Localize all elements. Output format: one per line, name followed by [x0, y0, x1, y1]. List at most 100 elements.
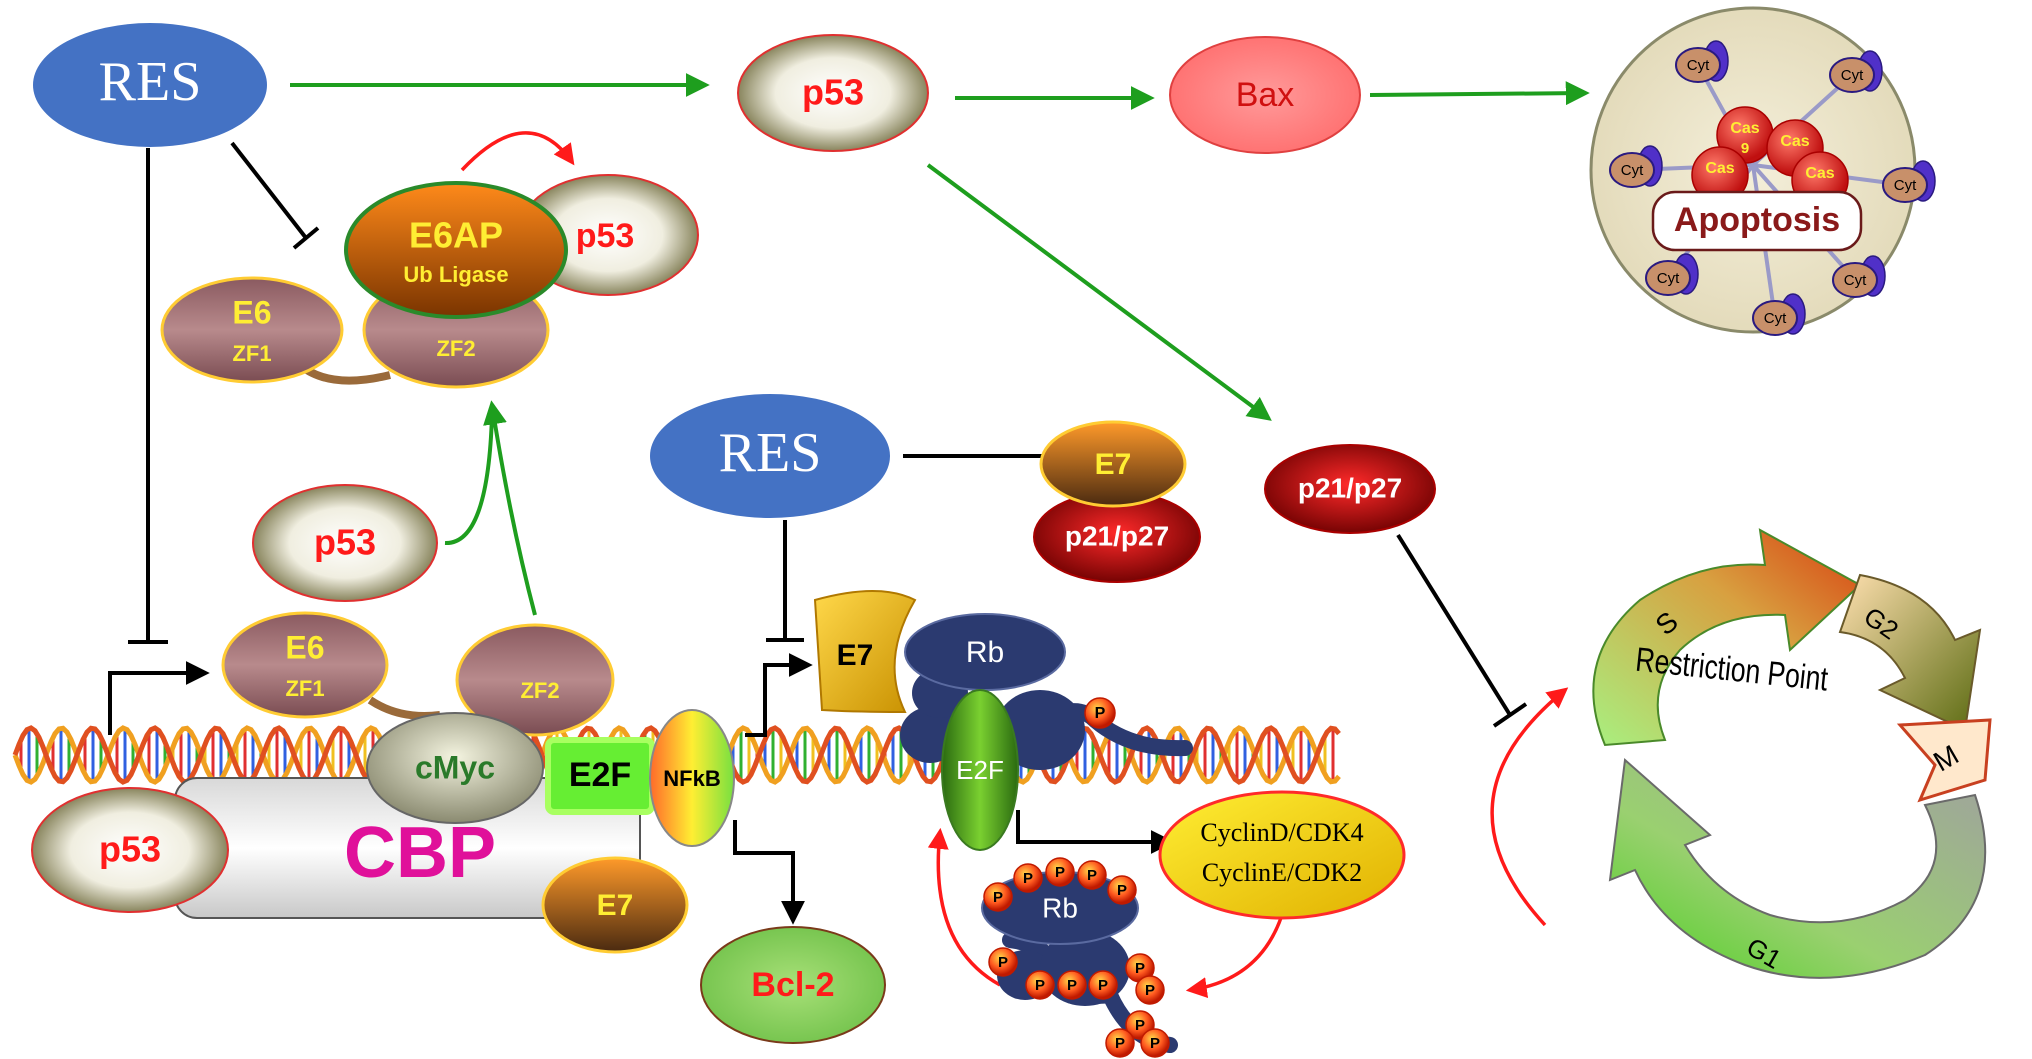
rb-label: Rb: [966, 636, 1004, 669]
phosphate-label: P: [1098, 977, 1108, 994]
cas-label: Cas: [1730, 120, 1759, 137]
phosphate-bead: [1140, 1028, 1170, 1058]
cycle-arc-g1: [1608, 757, 1987, 979]
p53-bound-label: p53: [576, 217, 635, 255]
cytochrome-c: [1645, 260, 1691, 296]
cyt-label: Cyt: [1687, 57, 1710, 74]
cytochrome-c: [1829, 57, 1875, 93]
e7-p21-complex: p21/p27 E7: [1033, 420, 1201, 583]
e7-label: E7: [1095, 448, 1132, 481]
e7-rb-label: E7: [837, 639, 874, 672]
arrow-zf2-to-e6complex: [483, 400, 537, 616]
transcription-arrow-bcl2: [733, 820, 805, 925]
phosphate-bead: [1135, 975, 1165, 1005]
ubiquitin-arrow: [460, 131, 575, 172]
phosphate-bead: [1107, 875, 1137, 905]
phosphate-bead: [1088, 970, 1118, 1000]
arrow-cyclin-to-rbp: [1185, 914, 1284, 999]
restriction-point-label: Restriction Point: [1634, 641, 1830, 699]
cas-label: Cas: [1705, 160, 1734, 177]
e2f-label: E2F: [569, 756, 631, 794]
p53-node-top: p53: [737, 34, 929, 152]
p53-node-mid: p53: [252, 484, 438, 602]
p21-bound-label: p21/p27: [1065, 520, 1169, 551]
cell-cycle: S G2 M G1 Restriction Point: [1592, 528, 1992, 979]
rb-e7-e2f-complex: E7 Rb E2F P: [813, 590, 1193, 851]
cyclin-d-label: CyclinD/CDK4: [1200, 818, 1363, 847]
res2-label: RES: [719, 422, 822, 484]
transcription-arrow-e7: [745, 653, 813, 737]
e2f-rb-label: E2F: [956, 755, 1004, 785]
cytochrome-c: [1675, 47, 1721, 83]
e7-cbp-label: E7: [597, 889, 634, 922]
p21-label: p21/p27: [1298, 472, 1402, 503]
phosphate-bead: [988, 947, 1018, 977]
zf2-dna-label: ZF2: [520, 678, 559, 703]
phosphate-bead: [1045, 857, 1075, 887]
inhibit-bar-e6ap: [292, 226, 320, 250]
phosphate-label: P: [1023, 870, 1033, 887]
phospho-rb-label: P: [1095, 705, 1106, 722]
nfkb-label: NFkB: [663, 766, 720, 791]
e6-dna-label: E6: [285, 629, 324, 665]
phosphate-label: P: [1150, 1035, 1160, 1052]
inhibit-p21-to-cycle: [1396, 533, 1512, 717]
apoptosis-box: [1651, 190, 1863, 252]
zf1-dna-label: ZF1: [285, 676, 324, 701]
phosphate-bead: [1025, 970, 1055, 1000]
zf1-label: ZF1: [232, 341, 271, 366]
arrow-restriction-point: [1490, 687, 1569, 927]
phosphate-label: P: [1087, 867, 1097, 884]
bax-node: Bax: [1169, 36, 1361, 154]
arrow-bax-to-apoptosis: [1369, 81, 1590, 106]
phosphate-label: P: [1145, 982, 1155, 999]
cycle-arc-m: [1896, 718, 1992, 803]
phosphate-label: P: [1115, 1035, 1125, 1052]
arrow-p53-to-p21: [926, 163, 1272, 421]
phosphate-bead: [1013, 863, 1043, 893]
phosphate-label: P: [1117, 882, 1127, 899]
cas-label: Cas: [1805, 165, 1834, 182]
phosphate-label: P: [998, 954, 1008, 971]
transcription-arrow-cyclin: [1016, 810, 1175, 854]
cmyc-label: cMyc: [415, 749, 495, 785]
res-label: RES: [99, 51, 202, 113]
cycle-arc-g2: [1838, 573, 1982, 732]
arrow-rbp-to-e2f: [927, 827, 1001, 987]
cyt-label: Cyt: [1841, 67, 1864, 84]
cyt-label: Cyt: [1844, 272, 1867, 289]
res-node-mid: RES: [650, 394, 890, 518]
e6-e6ap-complex: p53 E6 ZF1 ZF2 E6AP Ub Ligase: [160, 174, 699, 389]
cbp-label: CBP: [344, 813, 496, 893]
phosphate-label: P: [1135, 1017, 1145, 1034]
zf2-label: ZF2: [436, 336, 475, 361]
bcl2-label: Bcl-2: [751, 966, 834, 1004]
inhibit-res-to-e6ap: [230, 141, 308, 240]
cyclin-node: CyclinD/CDK4 CyclinE/CDK2: [1158, 790, 1406, 920]
ub-ligase-label: Ub Ligase: [403, 262, 508, 287]
res-node-top: RES: [33, 23, 267, 147]
p21-node: p21/p27: [1264, 444, 1436, 534]
cyt-label: Cyt: [1621, 162, 1644, 179]
cycle-arc-s: [1592, 528, 1862, 747]
cytochrome-c: [1609, 152, 1655, 188]
arrow-p53-bind-e6: [444, 414, 494, 546]
cytochrome-c: [1832, 262, 1878, 298]
phosphate-label: P: [1067, 977, 1077, 994]
cytochrome-c: [1882, 167, 1928, 203]
phosphate-label: P: [1035, 977, 1045, 994]
phosphate-bead: [1077, 860, 1107, 890]
phosphate-label: P: [1055, 864, 1065, 881]
rb-p-label: Rb: [1042, 892, 1078, 923]
cbp-complex: CBP E6 ZF1 ZF2 cMyc E2F NFkB p53 E7: [31, 611, 735, 954]
inhibit-bar-cycle: [1492, 702, 1528, 728]
apoptosis-label: Apoptosis: [1674, 201, 1840, 239]
p53-mid-label: p53: [314, 522, 376, 563]
e6ap-label: E6AP: [409, 215, 503, 256]
transcription-arrow-e6: [108, 661, 210, 735]
cas-label: Cas: [1780, 133, 1809, 150]
e6-label: E6: [232, 294, 271, 330]
